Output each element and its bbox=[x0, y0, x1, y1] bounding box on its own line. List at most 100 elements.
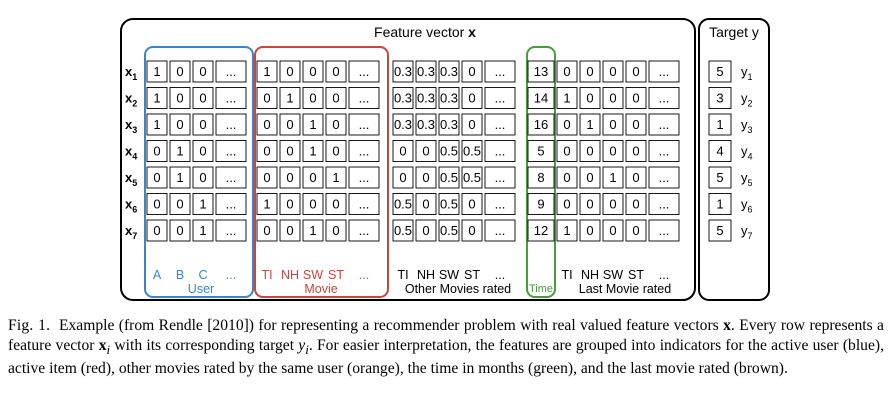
user-value: ... bbox=[226, 144, 237, 159]
time-value-cell bbox=[527, 140, 555, 162]
other-value: 0.5 bbox=[440, 170, 458, 185]
target-value: 1 bbox=[716, 197, 723, 212]
row-label: x1 bbox=[125, 64, 137, 82]
movie-value: 0 bbox=[263, 144, 270, 159]
last-value-cell bbox=[648, 193, 680, 215]
row-label-subscript: 1 bbox=[132, 72, 137, 82]
user-value: 0 bbox=[199, 170, 206, 185]
other-value-cell bbox=[392, 193, 414, 215]
target-label: y7 bbox=[741, 223, 753, 241]
movie-value: 0 bbox=[309, 197, 316, 212]
movie-value-cell bbox=[279, 166, 301, 189]
user-value: 1 bbox=[153, 91, 160, 106]
last-value: 0 bbox=[563, 144, 570, 159]
last-value: 0 bbox=[632, 144, 639, 159]
movie-value: 0 bbox=[263, 170, 270, 185]
last-value: 0 bbox=[586, 197, 593, 212]
target-label: y3 bbox=[741, 117, 753, 135]
last-value: 0 bbox=[563, 64, 570, 79]
other-value: 0.3 bbox=[440, 117, 458, 132]
user-value-cell bbox=[192, 166, 214, 189]
last-value-cell bbox=[625, 87, 647, 109]
column-header-user: C bbox=[198, 268, 207, 282]
movie-value-cell bbox=[279, 219, 301, 242]
last-value: 0 bbox=[586, 64, 593, 79]
movie-value-cell bbox=[348, 87, 380, 109]
other-value-cell bbox=[415, 219, 437, 242]
other-value: 0.3 bbox=[417, 64, 435, 79]
column-header-last: TI bbox=[561, 268, 572, 282]
other-value-cell bbox=[415, 140, 437, 162]
target-label-subscript: 1 bbox=[748, 72, 753, 82]
other-value-cell bbox=[392, 140, 414, 162]
last-value-cell bbox=[579, 113, 601, 136]
target-value-cell bbox=[708, 113, 732, 136]
movie-value-cell bbox=[279, 113, 301, 136]
other-value-cell bbox=[438, 60, 460, 83]
user-value-cell bbox=[169, 166, 191, 189]
time-value-cell bbox=[527, 87, 555, 109]
column-header-user: B bbox=[176, 268, 184, 282]
last-value: 1 bbox=[586, 117, 593, 132]
target-label: y1 bbox=[741, 64, 753, 82]
user-value: 0 bbox=[176, 197, 183, 212]
user-value-cell bbox=[146, 193, 168, 215]
last-value: ... bbox=[659, 91, 670, 106]
user-value: ... bbox=[226, 197, 237, 212]
movie-value: 1 bbox=[263, 64, 270, 79]
column-header-movie: NH bbox=[281, 268, 299, 282]
other-value: 0.5 bbox=[440, 144, 458, 159]
last-value: ... bbox=[659, 223, 670, 238]
movie-value-cell bbox=[302, 87, 324, 109]
other-value-cell bbox=[461, 219, 483, 242]
last-value: 1 bbox=[563, 91, 570, 106]
last-value: 0 bbox=[632, 64, 639, 79]
movie-value: 1 bbox=[263, 197, 270, 212]
last-value-cell bbox=[556, 219, 578, 242]
last-value: ... bbox=[659, 144, 670, 159]
user-value: 0 bbox=[153, 144, 160, 159]
column-header-other: NH bbox=[417, 268, 435, 282]
user-value: 0 bbox=[176, 91, 183, 106]
other-value: ... bbox=[495, 117, 506, 132]
time-value-cell bbox=[527, 166, 555, 189]
time-value-cell bbox=[527, 219, 555, 242]
other-value: 0 bbox=[422, 197, 429, 212]
column-header-movie: SW bbox=[303, 268, 323, 282]
movie-value: ... bbox=[359, 64, 370, 79]
movie-value-cell bbox=[279, 140, 301, 162]
movie-value: 1 bbox=[309, 144, 316, 159]
movie-value: 0 bbox=[309, 64, 316, 79]
other-value-cell bbox=[484, 87, 516, 109]
movie-value: ... bbox=[359, 117, 370, 132]
user-value-cell bbox=[146, 219, 168, 242]
other-value-cell bbox=[438, 140, 460, 162]
time-value: 13 bbox=[534, 64, 548, 79]
last-value-cell bbox=[648, 166, 680, 189]
other-value: 0.3 bbox=[440, 64, 458, 79]
group-name-last: Last Movie rated bbox=[579, 282, 671, 296]
other-value: 0 bbox=[422, 144, 429, 159]
movie-value: 0 bbox=[286, 117, 293, 132]
last-value-cell bbox=[648, 60, 680, 83]
column-header-other: SW bbox=[439, 268, 459, 282]
movie-value-cell bbox=[348, 219, 380, 242]
movie-value-cell bbox=[256, 87, 278, 109]
target-value-cell bbox=[708, 140, 732, 162]
last-value-cell bbox=[648, 140, 680, 162]
other-value: 0.5 bbox=[394, 223, 412, 238]
user-value: 0 bbox=[176, 64, 183, 79]
group-frame-time bbox=[526, 46, 556, 298]
other-value: ... bbox=[495, 197, 506, 212]
movie-value-cell bbox=[325, 219, 347, 242]
movie-value: ... bbox=[359, 144, 370, 159]
group-frame-user bbox=[144, 46, 254, 298]
last-value-cell bbox=[556, 113, 578, 136]
time-value: 9 bbox=[537, 197, 544, 212]
caption-yi-subscript: i bbox=[305, 341, 309, 357]
last-value-cell bbox=[602, 60, 624, 83]
movie-value: 0 bbox=[286, 170, 293, 185]
user-value: ... bbox=[226, 170, 237, 185]
movie-value: 0 bbox=[286, 64, 293, 79]
movie-value: 0 bbox=[332, 197, 339, 212]
